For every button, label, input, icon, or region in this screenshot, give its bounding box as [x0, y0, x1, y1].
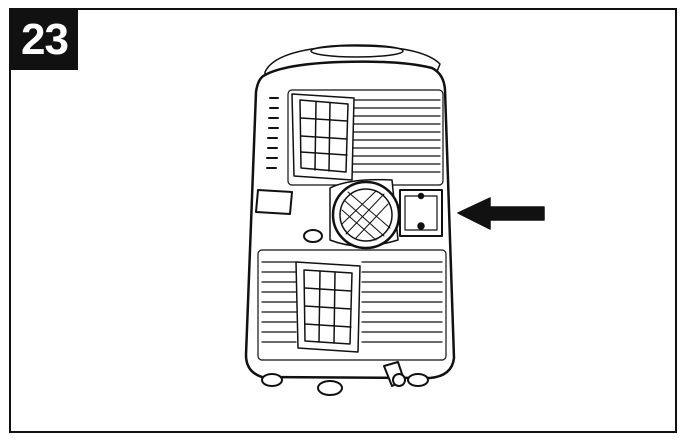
- arrow-left-icon: [457, 197, 545, 230]
- lower-filter-open: [295, 261, 361, 353]
- exhaust-outlet: [329, 178, 401, 250]
- top-vent: [310, 44, 404, 58]
- upper-rear-grille: [287, 89, 444, 186]
- step-number: 23: [21, 15, 69, 64]
- side-grille-upper: [266, 97, 279, 169]
- casters: [261, 373, 429, 396]
- step-number-badge: 23: [11, 10, 78, 70]
- cord-port: [303, 229, 323, 243]
- carry-handle: [255, 189, 293, 215]
- drain-plug: [383, 361, 406, 387]
- upper-filter-open: [291, 93, 355, 181]
- drain-access-cover: [399, 189, 443, 237]
- lower-rear-grille: [257, 249, 447, 361]
